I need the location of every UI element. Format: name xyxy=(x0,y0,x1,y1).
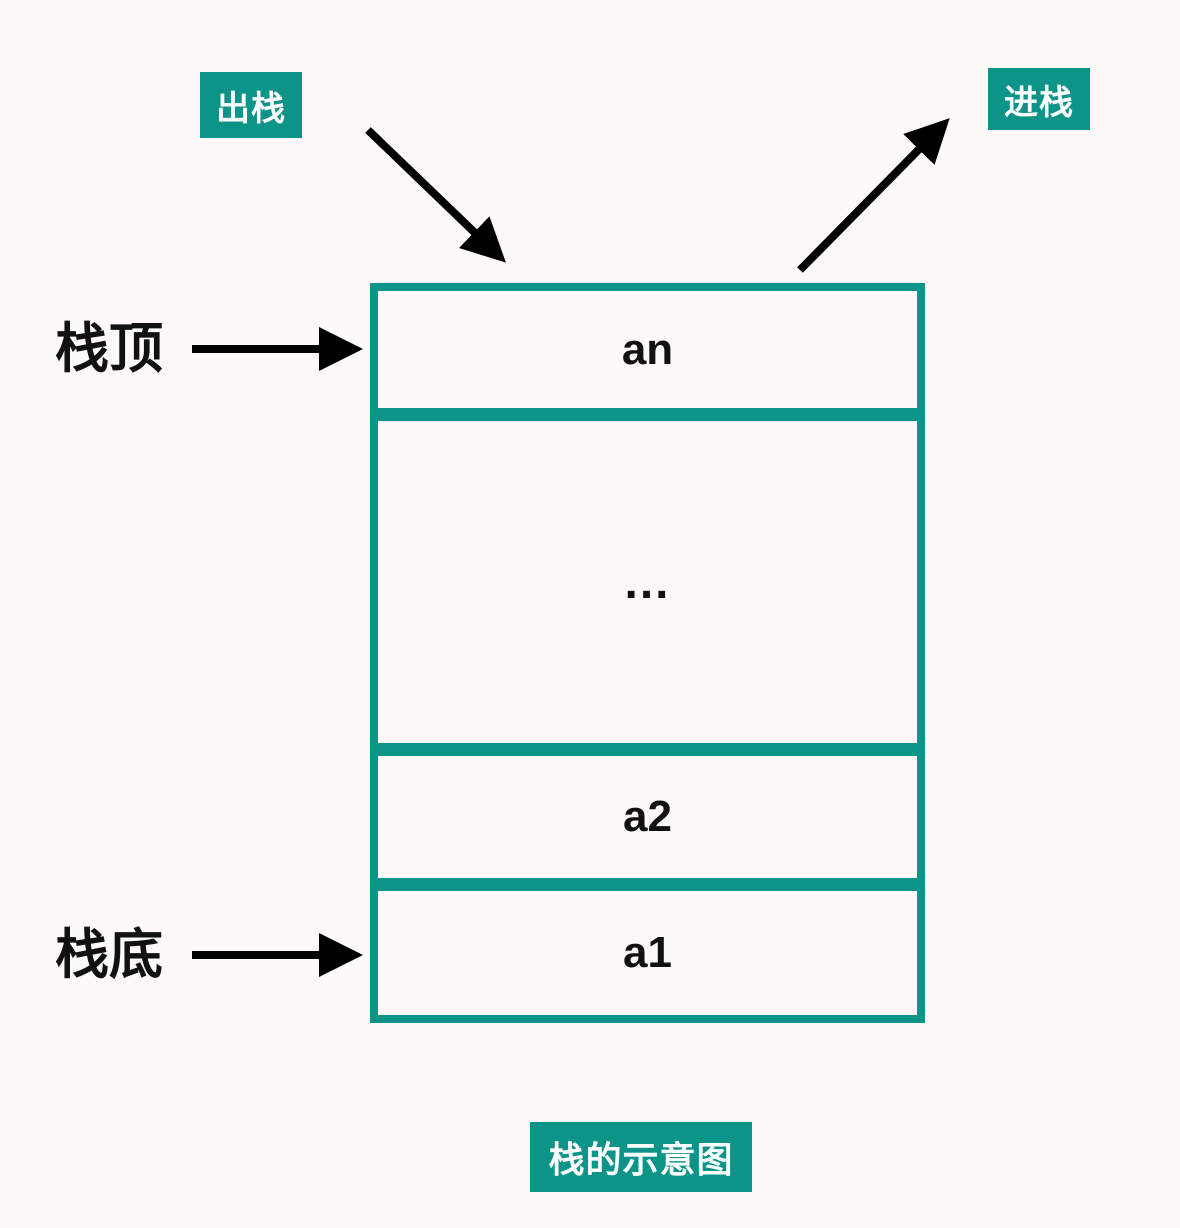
pop-badge: 出栈 xyxy=(200,72,302,138)
cell-divider xyxy=(378,743,917,756)
stack-bottom-label: 栈底 xyxy=(55,925,163,985)
pop-arrow xyxy=(365,127,506,263)
stack-top-label: 栈顶 xyxy=(55,319,163,379)
stack-box: an ... a2 a1 xyxy=(370,283,925,1023)
push-badge: 进栈 xyxy=(988,68,1090,130)
cell-divider xyxy=(378,408,917,421)
stack-cell-ellipsis: ... xyxy=(378,421,917,743)
cell-divider xyxy=(378,878,917,891)
stack-cell-an: an xyxy=(378,291,917,408)
stack-cell-a2: a2 xyxy=(378,756,917,878)
caption-badge: 栈的示意图 xyxy=(530,1122,752,1192)
push-arrow xyxy=(797,118,950,273)
stack-cell-a1: a1 xyxy=(378,891,917,1015)
